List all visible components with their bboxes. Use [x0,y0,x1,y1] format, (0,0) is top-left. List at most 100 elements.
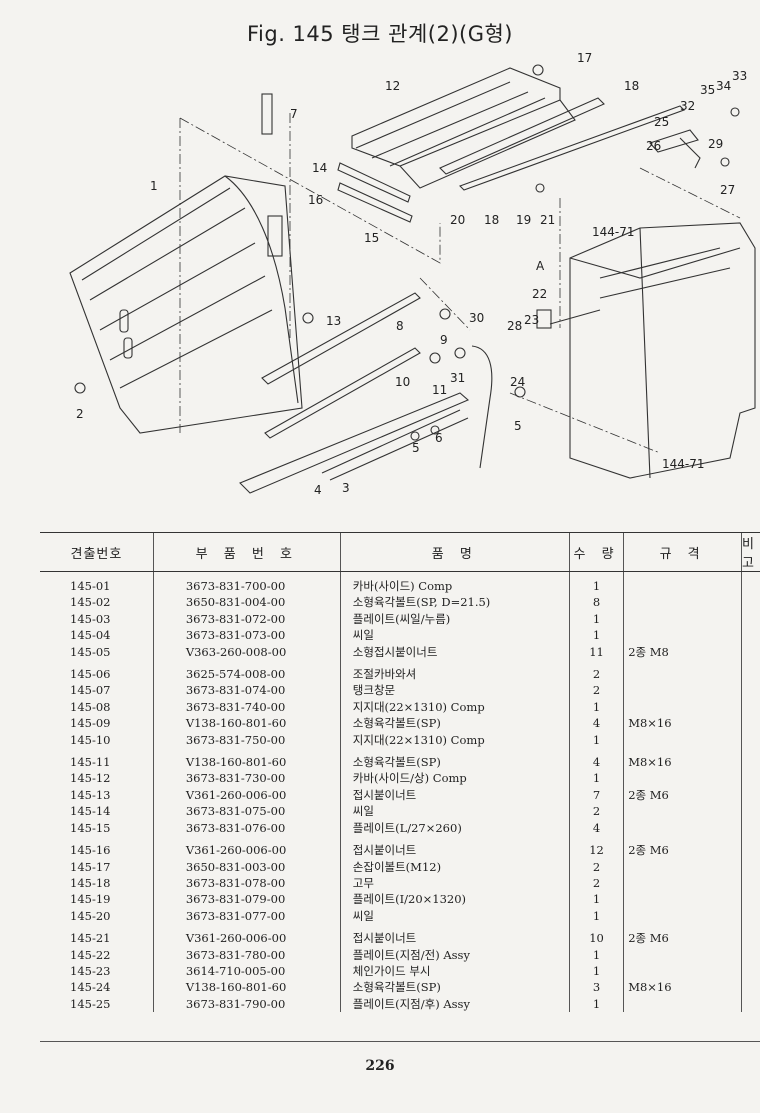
group-spacer [40,836,760,843]
cell-spec [623,627,742,644]
cell-part: 3673-831-077-00 [152,907,341,925]
callout-label: 21 [540,213,555,227]
cell-remarks [741,770,760,787]
cell-no: 145-04 [70,628,111,643]
cell-no: 145-23 [70,963,111,978]
cell-spec: 2종 M8 [623,643,742,661]
cell-spec [623,995,742,1013]
cell-qty: 1 [568,610,624,628]
cell-remarks [741,731,760,749]
cell-part: 3673-831-780-00 [152,946,341,963]
header-index-no: 견출번호 [40,532,154,572]
callout-label: 31 [450,371,465,385]
cell-qty: 4 [568,819,624,837]
cell-no: 145-18 [70,875,111,890]
callout-label: 4 [314,483,322,497]
diagram-callouts: 1 2 3 4 5 5 6 7 8 9 10 11 12 13 14 15 16… [76,51,747,497]
callout-label: 30 [469,311,484,325]
cell-no: 145-02 [70,595,111,610]
cell-no: 145-03 [70,611,111,626]
cell-qty: 4 [568,715,624,732]
cell-qty: 10 [568,930,624,947]
cell-part: 3673-831-790-00 [152,995,341,1013]
cell-no: 145-19 [70,892,111,907]
group-spacer [40,748,760,755]
cell-spec: M8×16 [623,754,742,771]
cell-qty: 1 [568,627,624,644]
cell-remarks [741,891,760,908]
cell-name: 소형육각볼트(SP) [339,754,570,771]
cell-qty: 1 [568,770,624,787]
cell-qty: 2 [568,803,624,820]
callout-label: 23 [524,313,539,327]
cell-part: 3650-831-004-00 [152,594,341,611]
callout-label: 35 [700,83,715,97]
cell-spec: M8×16 [623,715,742,732]
callout-label: 1 [150,179,158,193]
cell-part: V361-260-006-00 [152,786,341,804]
cell-no: 145-08 [70,699,111,714]
cell-spec [623,891,742,908]
cell-name: 카바(사이드) Comp [339,578,570,595]
cell-name: 소형육각볼트(SP, D=21.5) [339,594,570,611]
group-spacer [40,571,760,578]
cell-part: 3673-831-072-00 [152,610,341,628]
callout-label: 19 [516,213,531,227]
cell-remarks [741,627,760,644]
callout-label: 16 [308,193,323,207]
table-header-row: 견출번호 부 품 번 호 품 명 수 량 규 격 비 고 [40,532,760,572]
cell-qty: 11 [568,643,624,661]
cell-remarks [741,995,760,1013]
callout-label: 7 [290,107,298,121]
cell-no: 145-12 [70,771,111,786]
cell-name: 카바(사이드/상) Comp [339,770,570,787]
cell-remarks [741,682,760,699]
cell-part: 3673-831-730-00 [152,770,341,787]
cell-part: V138-160-801-60 [152,979,341,996]
cell-remarks [741,962,760,980]
callout-label: 17 [577,51,592,65]
cell-qty: 1 [568,698,624,716]
cell-qty: 4 [568,754,624,771]
callout-label: 8 [396,319,404,333]
cell-part: 3673-831-750-00 [152,731,341,749]
cell-name: 지지대(22×1310) Comp [339,731,570,749]
cell-remarks [741,578,760,595]
cell-remarks [741,698,760,716]
callout-label: 18 [484,213,499,227]
cell-no: 145-24 [70,980,111,995]
header-spec: 규 격 [623,532,742,572]
callout-label: A [536,259,545,273]
cell-name: 탱크창문 [339,682,570,699]
page-number: 226 [365,1058,395,1074]
cell-no: 145-10 [70,732,111,747]
cell-qty: 1 [568,962,624,980]
table-bottom-rule [40,1041,760,1042]
cell-spec [623,962,742,980]
callout-label: 32 [680,99,695,113]
cell-part: V138-160-801-60 [152,715,341,732]
cell-name: 지지대(22×1310) Comp [339,698,570,716]
cell-qty: 1 [568,578,624,595]
cell-remarks [741,874,760,892]
cell-name: 접시붙이너트 [339,930,570,947]
side-cover-drawing [69,175,303,434]
cell-spec [623,770,742,787]
callout-label: 27 [720,183,735,197]
cell-name: 플레이트(L/27×260) [339,819,570,837]
cell-part: 3673-831-078-00 [152,874,341,892]
cell-no: 145-25 [70,996,111,1011]
cell-name: 플레이트(지점/전) Assy [339,946,570,963]
cell-name: 소형육각볼트(SP) [339,715,570,732]
figure-title: Fig. 145 탱크 관계(2)(G형) [246,22,513,46]
